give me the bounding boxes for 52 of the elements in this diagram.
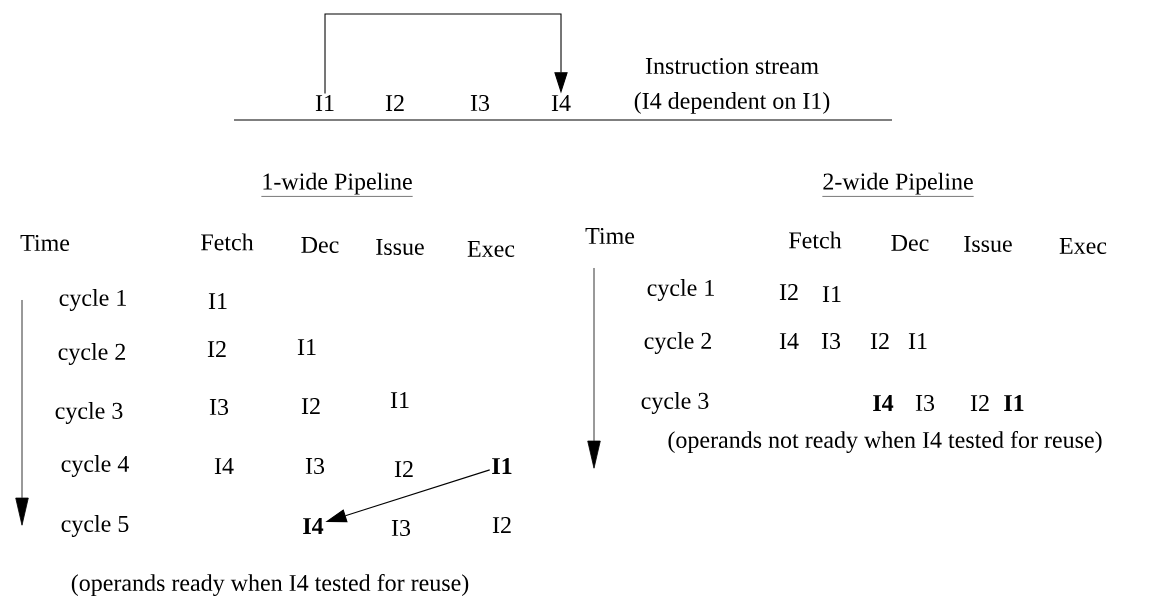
cycle-label: cycle 5	[61, 515, 129, 537]
cycle-label: cycle 3	[55, 402, 123, 424]
instruction-label: I3	[391, 519, 411, 537]
note: (operands not ready when I4 tested for reuse)	[668, 430, 1102, 454]
instruction-label: I2	[779, 284, 798, 300]
note: (operands ready when I4 tested for reuse)	[71, 573, 469, 597]
cycle-label: cycle 1	[647, 279, 714, 301]
dependency-arrow	[324, 13, 568, 94]
column-header: Fetch	[201, 233, 254, 251]
cycle-label: cycle 2	[644, 332, 711, 354]
instruction-label: I2	[492, 517, 511, 533]
axis-label: Time	[585, 227, 635, 245]
instruction-label: I3	[470, 94, 490, 112]
instruction-label: I2	[970, 395, 989, 411]
instruction-label: I2	[207, 341, 226, 357]
column-header: Fetch	[789, 231, 842, 249]
instruction-label: I2	[301, 398, 320, 414]
column-header: Dec	[301, 237, 339, 253]
cycle-label: cycle 1	[59, 289, 126, 311]
instruction-label: I1	[1004, 395, 1024, 411]
instruction-label: I4	[303, 518, 324, 534]
instruction-label: I3	[821, 332, 841, 350]
instruction-label: I2	[385, 95, 404, 111]
column-header: Issue	[376, 239, 424, 255]
instruction-label: I4	[551, 95, 571, 111]
instruction-label: I4	[873, 395, 894, 411]
column-header: Issue	[964, 236, 1012, 252]
column-header: Exec	[467, 241, 515, 257]
axis-label: Time	[20, 234, 70, 252]
caption-text: (I4 dependent on I1)	[634, 92, 830, 114]
cycle-label: cycle 2	[58, 343, 125, 365]
instruction-label: I2	[394, 461, 413, 477]
caption-text: Instruction stream	[645, 57, 819, 75]
instruction-label: I3	[305, 457, 325, 475]
column-header: Exec	[1059, 238, 1107, 254]
instruction-label: I4	[779, 333, 799, 349]
instruction-label: I2	[870, 333, 889, 349]
instruction-label: I1	[315, 95, 334, 111]
column-header: Dec	[891, 235, 929, 251]
instruction-label: I3	[915, 394, 935, 412]
instruction-label: I1	[297, 339, 316, 355]
section-heading: 2-wide Pipeline	[822, 172, 974, 197]
cycle-label: cycle 3	[641, 392, 709, 414]
cycle-label: cycle 4	[61, 455, 129, 477]
instruction-label: I1	[822, 286, 841, 302]
section-heading: 1-wide Pipeline	[261, 172, 413, 197]
instruction-label: I3	[209, 398, 229, 416]
instruction-label: I1	[908, 333, 927, 349]
instruction-label: I4	[214, 458, 234, 474]
instruction-label: I1	[208, 293, 227, 309]
instruction-label: I1	[492, 458, 512, 474]
instruction-label: I1	[390, 392, 409, 408]
